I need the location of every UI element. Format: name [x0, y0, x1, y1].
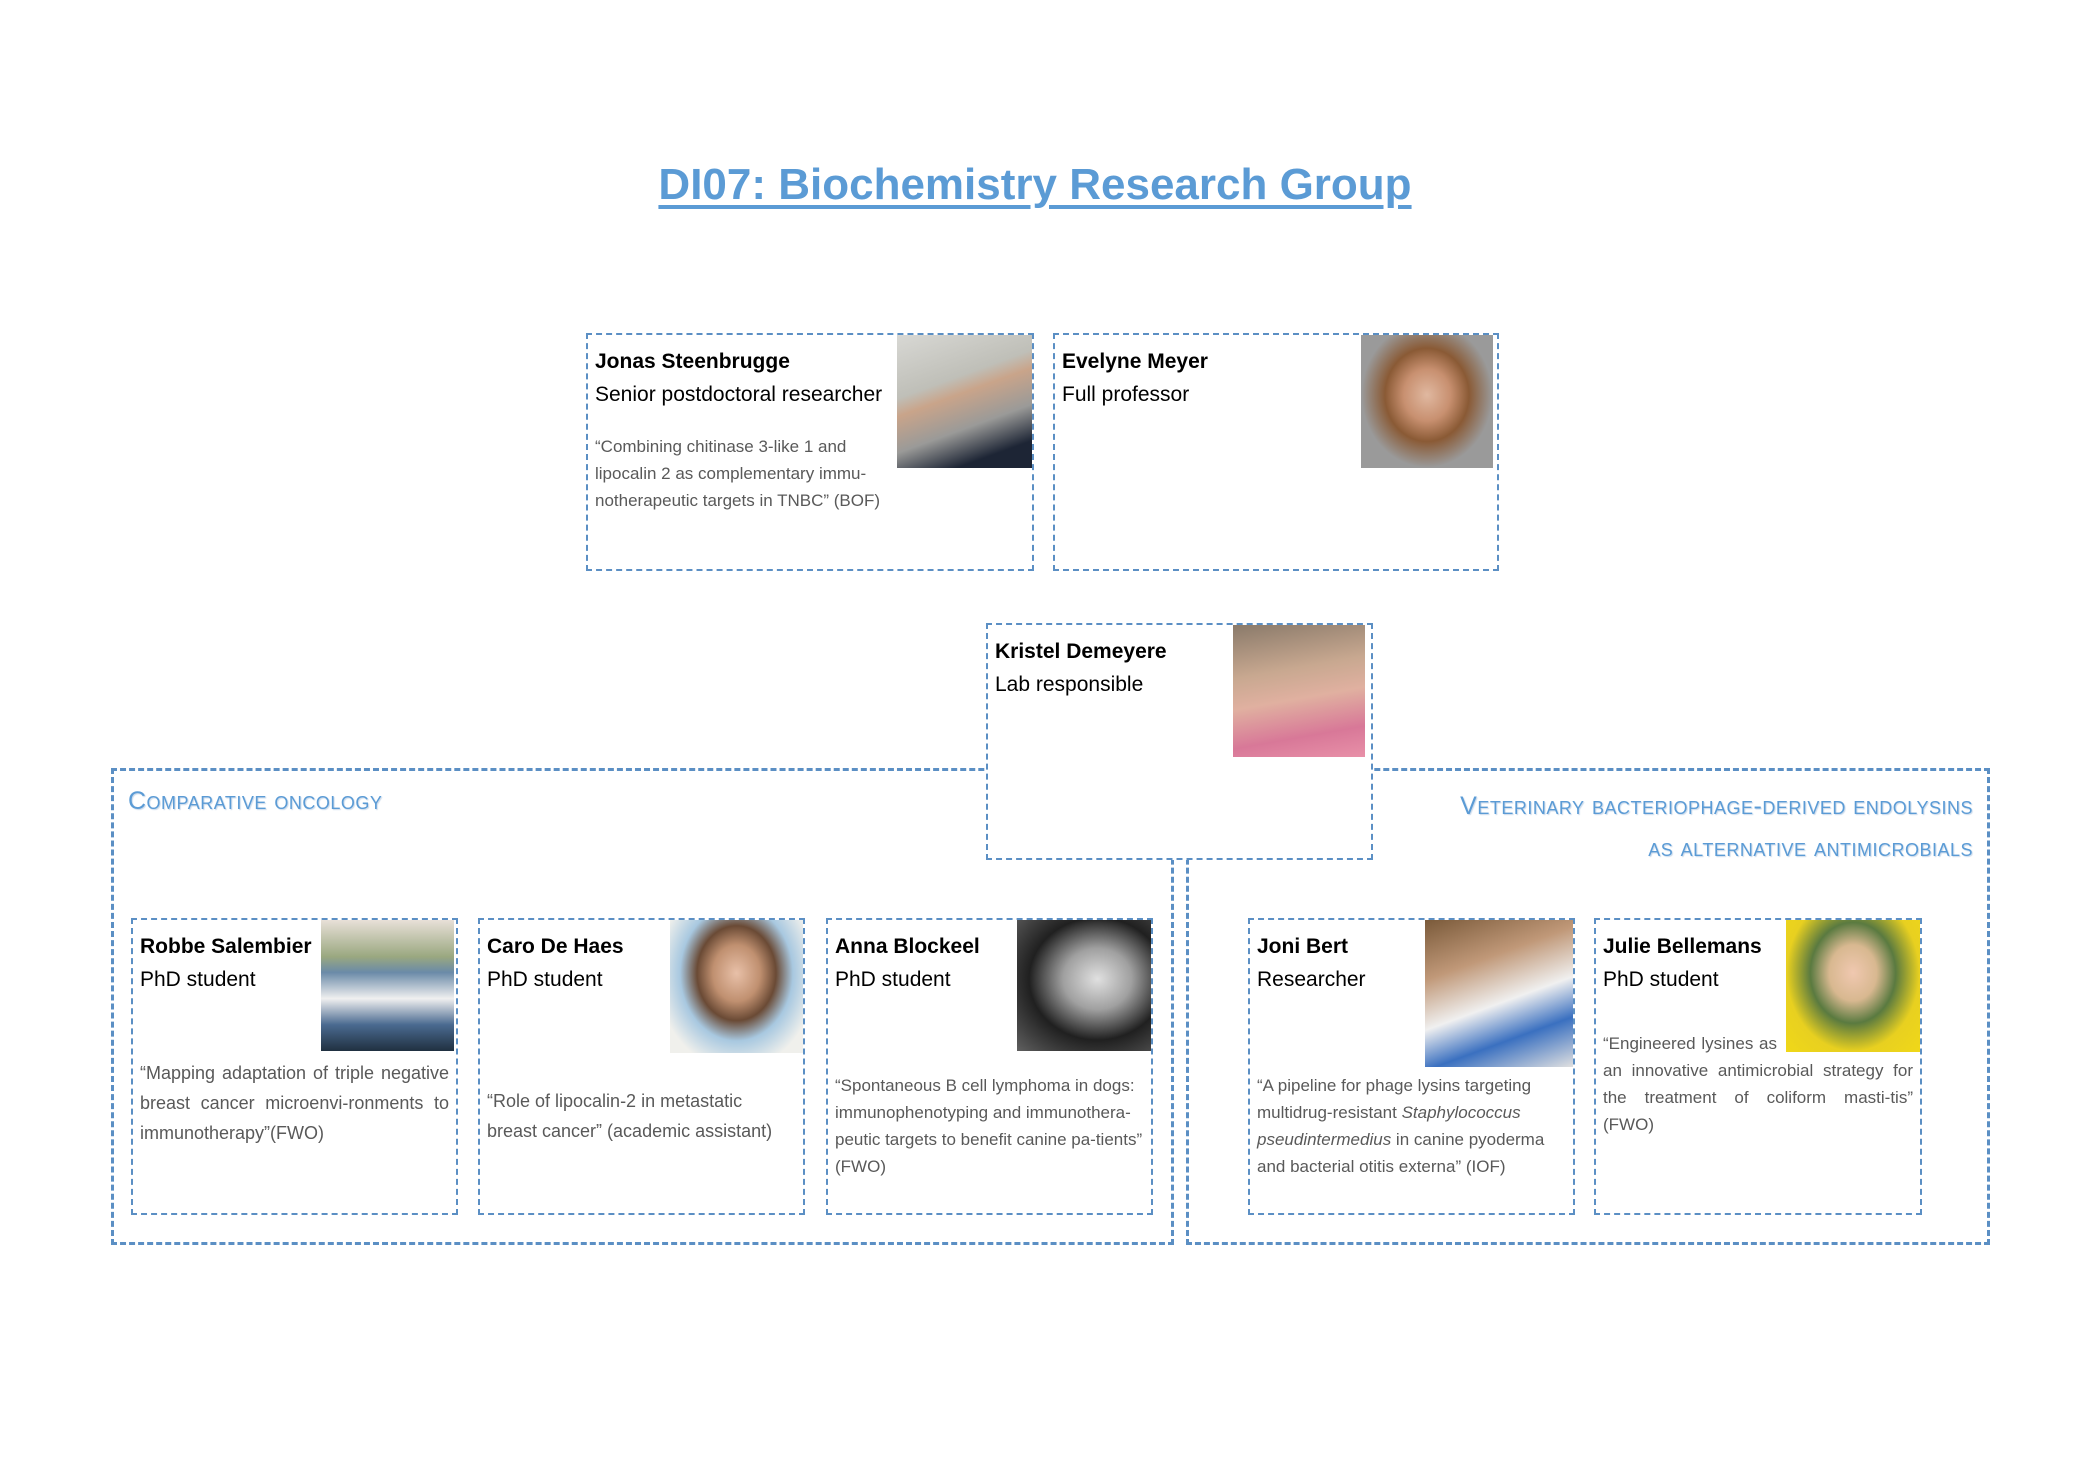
person-card-kristel: Kristel Demeyere Lab responsible — [986, 623, 1373, 860]
person-role: Lab responsible — [995, 673, 1144, 696]
person-project: “A pipeline for phage lysins targeting m… — [1257, 1072, 1566, 1180]
person-photo — [1425, 920, 1573, 1067]
person-card-joni: Joni Bert Researcher “A pipeline for pha… — [1248, 918, 1575, 1215]
person-photo — [1361, 335, 1493, 468]
person-role: Full professor — [1062, 383, 1190, 406]
person-role: PhD student — [140, 968, 256, 991]
person-name: Caro De Haes — [487, 935, 624, 958]
person-photo — [897, 335, 1032, 468]
person-card-jonas: Jonas Steenbrugge Senior postdoctoral re… — [586, 333, 1034, 571]
person-role: PhD student — [1603, 968, 1719, 991]
project-text: “A pipeline for phage lysins targeting m… — [1257, 1076, 1532, 1122]
person-name: Robbe Salembier — [140, 935, 312, 958]
person-card-evelyne: Evelyne Meyer Full professor — [1053, 333, 1499, 571]
person-photo — [1233, 625, 1365, 757]
section-title-oncology: Comparative oncology — [128, 787, 383, 815]
person-photo — [670, 920, 803, 1053]
person-project: “Spontaneous B cell lymphoma in dogs: im… — [835, 1076, 1143, 1176]
person-name: Jonas Steenbrugge — [595, 350, 790, 373]
person-photo — [1017, 920, 1151, 1051]
person-role: PhD student — [487, 968, 603, 991]
person-role: Senior postdoctoral researcher — [595, 383, 883, 406]
person-project: “Combining chitinase 3-like 1 and lipoca… — [595, 437, 881, 510]
person-card-julie: Julie Bellemans PhD student “Engineered … — [1594, 918, 1922, 1215]
person-role: PhD student — [835, 968, 951, 991]
person-name: Julie Bellemans — [1603, 935, 1762, 958]
person-name: Evelyne Meyer — [1062, 350, 1208, 373]
person-project: “Mapping adaptation of triple negative b… — [140, 1063, 449, 1143]
person-photo — [1786, 920, 1920, 1052]
person-photo — [321, 920, 454, 1051]
person-card-robbe: Robbe Salembier PhD student “Mapping ada… — [131, 918, 458, 1215]
person-name: Joni Bert — [1257, 935, 1349, 958]
species-name: Staphylococcus pseudintermedius — [1257, 1103, 1521, 1149]
group-veterinary-endolysins: Veterinary bacteriophage-derived endolys… — [1186, 768, 1990, 1245]
person-card-anna: Anna Blockeel PhD student “Spontaneous B… — [826, 918, 1153, 1215]
section-title-veterinary: Veterinary bacteriophage-derived endolys… — [1460, 785, 1973, 869]
group-comparative-oncology: Comparative oncology — [111, 768, 1174, 1245]
section-title-line1: Veterinary bacteriophage-derived endolys… — [1460, 792, 1973, 820]
person-role: Researcher — [1257, 968, 1366, 991]
page-title: DI07: Biochemistry Research Group — [658, 160, 1412, 209]
person-project: “Engineered lysines as an innovative ant… — [1603, 1034, 1913, 1134]
section-title-line2: as alternative antimicrobials — [1648, 834, 1973, 862]
person-name: Kristel Demeyere — [995, 640, 1167, 663]
person-card-caro: Caro De Haes PhD student “Role of lipoca… — [478, 918, 805, 1215]
person-name: Anna Blockeel — [835, 935, 980, 958]
person-project: “Role of lipocalin-2 in metastatic breas… — [487, 1091, 773, 1141]
project-text: in canine pyoderma and bacterial otitis … — [1257, 1130, 1545, 1176]
